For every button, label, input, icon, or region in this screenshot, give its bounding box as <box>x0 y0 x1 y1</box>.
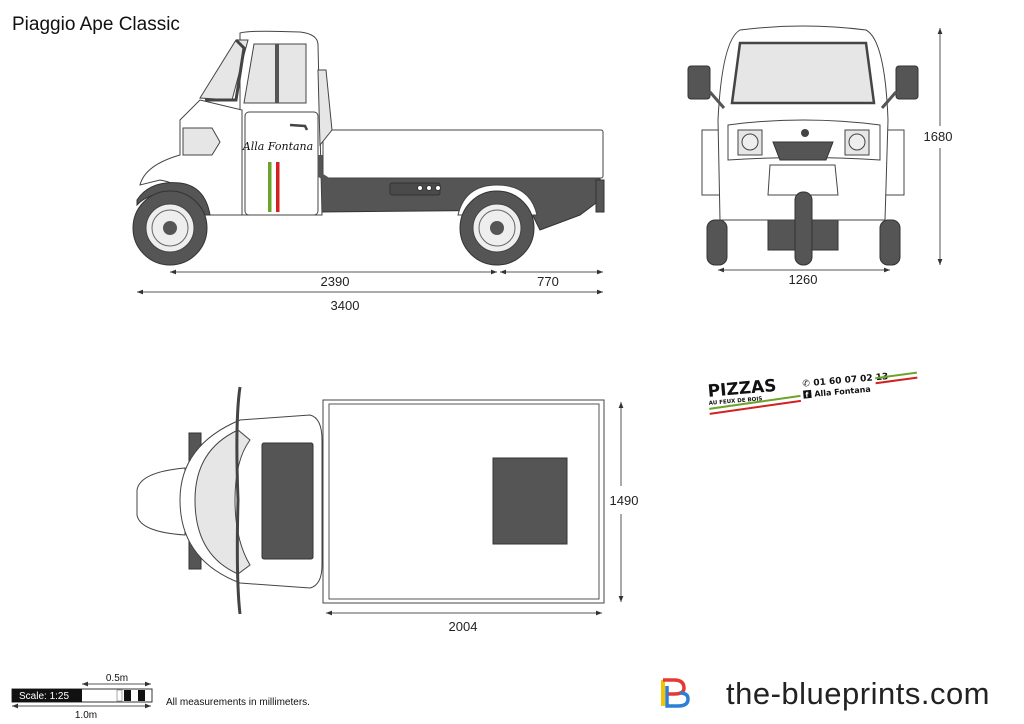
front-fascia <box>727 119 881 161</box>
left-rear-wheel <box>706 219 728 266</box>
left-headlight <box>737 129 763 156</box>
badge-icon <box>801 129 809 137</box>
headlight <box>182 127 221 156</box>
left-mirror <box>687 65 711 100</box>
scale-label: Scale: 1:25 <box>19 691 69 702</box>
top-mirrors <box>235 386 242 615</box>
scale-ticks <box>116 689 145 702</box>
right-headlight <box>844 129 870 156</box>
door-logo: Alla Fontana <box>242 140 313 153</box>
rear-wheel <box>459 190 535 266</box>
page-title: Piaggio Ape Classic <box>12 14 180 35</box>
right-rear-wheel <box>879 219 901 266</box>
bed-panel <box>492 457 568 545</box>
exhaust <box>317 155 330 183</box>
grille <box>772 141 834 161</box>
ad-stripes <box>709 371 918 415</box>
top-view: 1490 2004 <box>136 386 639 634</box>
brand-name: the-blueprints.com <box>726 676 991 711</box>
phone-icon: ✆ <box>802 379 810 390</box>
dim-width: 1260 <box>789 272 818 287</box>
door-handle <box>289 123 309 131</box>
rear-bumper <box>595 179 605 213</box>
scale-one-meter: 1.0m <box>75 710 97 721</box>
dim-total-length: 3400 <box>331 298 360 313</box>
dim-bed-length: 2004 <box>449 619 478 634</box>
mirror-arm <box>205 38 246 102</box>
window-divider <box>275 44 279 103</box>
scale-half-meter: 0.5m <box>106 673 128 684</box>
front-wheel <box>132 190 208 266</box>
dim-rear-overhang: 770 <box>537 274 559 289</box>
svg-text:f: f <box>805 391 810 399</box>
windshield <box>731 42 875 104</box>
chassis <box>317 177 601 231</box>
side-view: Alla Fontana 2390 770 3400 <box>132 30 605 313</box>
scale-bar: Scale: 1:25 0.5m 1.0m <box>11 673 153 721</box>
front-fork-cover <box>767 164 839 196</box>
measurement-note: All measurements in millimeters. <box>166 697 310 708</box>
red-stripe <box>276 162 280 212</box>
dim-bed-width: 1490 <box>610 493 639 508</box>
chassis-lights <box>389 182 441 196</box>
front-wheel <box>794 191 813 266</box>
pizza-ad-logo: PIZZAS AU FEUX DE BOIS ✆ 01 60 07 02 13 … <box>707 371 918 415</box>
cab-rear-panel <box>317 69 333 147</box>
left-mirror-arm <box>708 91 726 109</box>
green-stripe <box>268 162 272 212</box>
dim-wheelbase: 2390 <box>321 274 350 289</box>
dim-height: 1680 <box>924 129 953 144</box>
right-mirror-arm <box>880 91 898 109</box>
front-view: 1680 1260 <box>687 25 953 287</box>
ad-subline: AU FEUX DE BOIS <box>709 396 763 407</box>
bed-inner-edge <box>328 403 600 600</box>
roof-panel <box>261 442 314 560</box>
right-mirror <box>895 65 919 100</box>
facebook-icon: f <box>803 389 812 399</box>
cargo-bed <box>322 129 604 179</box>
top-nose <box>136 467 186 536</box>
windshield-frame <box>730 41 876 105</box>
scale-label-background <box>12 689 82 702</box>
blueprints-logo-icon <box>661 678 690 708</box>
